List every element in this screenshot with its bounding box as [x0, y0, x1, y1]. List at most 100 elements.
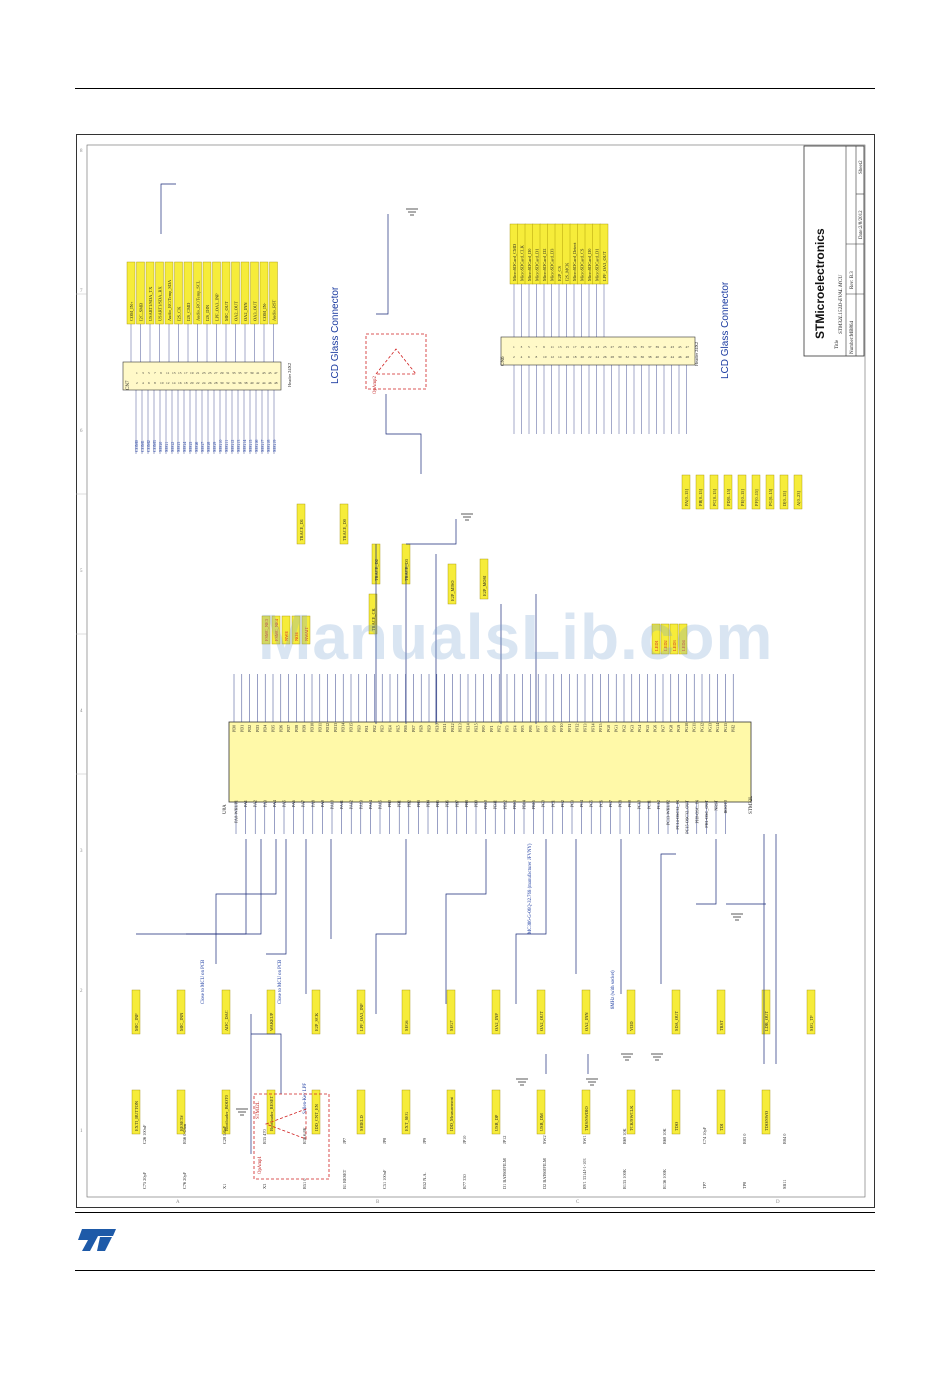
misc-net-tag-label: SEG6 — [404, 1020, 409, 1031]
cn7-right-net-tag: LPF_OA3_INP — [212, 261, 221, 325]
misc-net-tag: SEG6 — [401, 989, 411, 1035]
trace-net-tag-label: TRACE_CK — [371, 607, 376, 631]
mcu-left-pin: PA6 — [291, 800, 296, 807]
title-rev: Rev: B.3 — [850, 271, 855, 289]
mcu-left-pin: PB2 — [406, 800, 411, 807]
cn7-right-net-tag: I2S_CMD — [183, 261, 193, 325]
misc-net-tag: EXTI_BUTTON — [131, 1089, 141, 1135]
mcu-left-pin: PC10 — [637, 800, 642, 809]
cn6-right-net-tag-label: MicroSDCard_D1 — [535, 249, 540, 281]
cn6-pin-number: 23 — [596, 345, 600, 349]
cn6-pin-number: 8 — [536, 355, 538, 359]
component-label: C51 100nF — [382, 1169, 387, 1189]
cn6-pin-number: 18 — [573, 355, 577, 359]
mcu-left-pin: PA9 — [320, 800, 325, 807]
bus-net-tag-label: A[0..23] — [796, 491, 801, 506]
mcu-right-pin: PF14 — [590, 724, 595, 732]
bus-net-tag: A[0..23] — [793, 474, 803, 510]
mcu-right-pin: PF15 — [598, 724, 603, 732]
component-label: R69 10K — [622, 1127, 627, 1144]
cn7-right-net-tag-label: I2C_SMB — [139, 303, 144, 321]
bus-net-tag: PC[0..15] — [709, 474, 719, 510]
component-label: JP7 — [342, 1137, 347, 1144]
trace-net-tag: TRACE_D1 — [296, 503, 306, 545]
cn7-pin-number: 38 — [244, 381, 248, 385]
misc-net-tag: WAKEUP — [266, 989, 276, 1035]
cn7-right-net-tag-label: Audio_RST — [272, 299, 277, 321]
cn6-pin-number: 42 — [663, 355, 667, 359]
cn7-pin-number: 23 — [202, 371, 206, 375]
mcu-left-pin: PA15 — [378, 800, 383, 809]
misc-net-tag-label: USB_DP — [494, 1114, 499, 1131]
component-label: C75 20pF — [142, 1171, 147, 1189]
misc-net-tag-label: Bootloader_RESET — [269, 1096, 274, 1131]
mcu-right-pin: PF0 — [481, 726, 486, 732]
component-label: R83 0 — [742, 1134, 747, 1144]
bus-net-tag: PG[0..15] — [765, 474, 775, 510]
frame-digit: 5 — [80, 569, 83, 574]
mcu-right-pin: PD2 — [247, 725, 252, 732]
mcu-left-pin: PC6 — [598, 800, 603, 807]
misc-net-tag-label: TRST — [719, 1020, 724, 1031]
mcu-left-pin: PC14-OSC32_IN — [675, 800, 680, 830]
misc-net-tag: TCK/SWCLK — [626, 1089, 636, 1135]
title-company: STMicroelectronics — [813, 228, 827, 339]
cn7-pin-number: 17 — [184, 371, 188, 375]
cn6-pin-number: 46 — [678, 355, 682, 359]
misc-net-tag-label: EXT_SEG — [404, 1111, 409, 1131]
cn7-left-net: COM0 — [134, 440, 139, 452]
component-label: R52 N.A. — [422, 1172, 427, 1189]
mcu-right-pin: PD10 — [310, 723, 315, 732]
component-label: C28 5.6nF — [222, 1125, 227, 1144]
footer-rule-bottom — [75, 1270, 875, 1271]
mcu-left-pin: PA4 — [272, 799, 277, 807]
component-label: TP8 — [742, 1182, 747, 1189]
bus-net-tag-label: PB[0..15] — [698, 488, 703, 506]
title-text: STM32L152D-EVAL MCU — [838, 274, 844, 334]
bus-net-tag: LED2 — [660, 623, 670, 655]
cn7-pin-number: 27 — [214, 371, 218, 375]
component-label: R135 100K — [622, 1168, 627, 1189]
cn6-pin-number: 7 — [536, 345, 538, 349]
component-label: RV1 3314J-1-103 — [582, 1158, 587, 1189]
title-block: STMicroelectronics Title STM32L152D-EVAL… — [803, 145, 865, 357]
cn6-right-net-tag: LPF_OA3_OUT — [599, 223, 609, 285]
cn7-pin-number: 26 — [208, 381, 212, 385]
cn7-pin-number: 34 — [232, 381, 236, 385]
cn7-right-net-tag-label: OA3_OUT — [253, 301, 258, 321]
schematic-note: OpAmp1 — [258, 1156, 263, 1174]
cn7-pin-number: 15 — [178, 371, 182, 375]
mcu-left-pin: PA14 — [368, 799, 373, 809]
component-label: C74 10pF — [702, 1126, 707, 1144]
cn7-right-net-tag-label: USART1/SDA_RX — [158, 286, 163, 321]
cn7-left-net: COM1 — [140, 440, 145, 452]
frame-letter: C — [576, 1200, 580, 1205]
misc-net-tag: OA2_OUT — [536, 989, 546, 1035]
mcu-right-pin: PF7 — [536, 726, 541, 732]
trace-net-tag-label: E2P_MOSI — [482, 575, 487, 596]
mcu-left-pin: PA12 — [349, 800, 354, 809]
cn7-pin-number: 36 — [238, 381, 242, 385]
mcu-right-pin: PF2 — [497, 726, 502, 732]
cn7-pin-number: 43 — [262, 371, 266, 375]
misc-net-tag: Bootloader_RESET — [266, 1089, 276, 1135]
cn6-right-net-tag-label: MicroSDCard_Detect — [572, 242, 577, 281]
component-label: SW1 — [582, 1135, 587, 1144]
mcu-left-pin: PB13 — [512, 800, 517, 809]
cn6-pin-number: 47 — [686, 345, 690, 349]
component-label: D1 BAT60JFILM — [502, 1158, 507, 1189]
misc-net-tag-label: ADC_DAC — [224, 1010, 229, 1031]
cn7-right-net-tag-label: MIC_OUT — [224, 301, 229, 321]
cn6-pin-number: 13 — [558, 345, 562, 349]
mcu-left-pin: PC12 — [656, 800, 661, 809]
cn7-left-net: COM3 — [152, 440, 157, 452]
cn6-pin-number: 1 — [513, 345, 515, 349]
cn7-pin-number: 8 — [154, 381, 156, 385]
misc-net-tag: TRST — [716, 989, 726, 1035]
mcu-left-pin: PA13 — [358, 800, 363, 809]
mcu-left-pin: PA7 — [301, 800, 306, 807]
misc-net-tag: TDI — [716, 1089, 726, 1135]
bus-net-tag-label: NOE — [294, 632, 299, 641]
